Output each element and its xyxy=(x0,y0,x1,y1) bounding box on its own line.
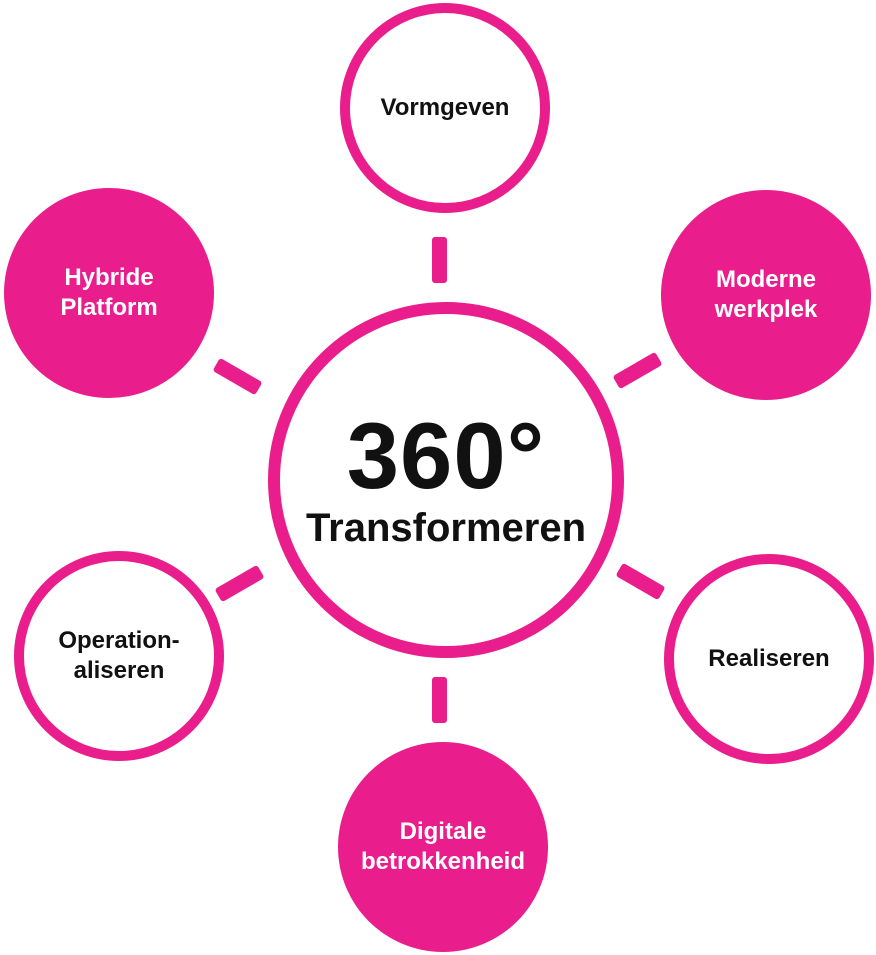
node-operationaliseren: Operation- aliseren xyxy=(14,551,224,761)
node-moderne-werkplek: Moderne werkplek xyxy=(661,190,871,400)
node-vormgeven: Vormgeven xyxy=(340,3,550,213)
connector-center-to-top-left xyxy=(212,357,263,396)
connector-center-to-top-right xyxy=(612,351,663,390)
connector-center-to-bottom-right xyxy=(615,562,666,601)
hub-title-transformeren: Transformeren xyxy=(305,506,587,550)
connector-center-to-bottom-left xyxy=(214,564,265,603)
node-digitale-betrokkenheid-label: Digitale betrokkenheid xyxy=(360,817,526,875)
node-operationaliseren-label: Operation- aliseren xyxy=(58,626,180,684)
node-moderne-werkplek-label: Moderne werkplek xyxy=(714,265,818,323)
node-vormgeven-label: Vormgeven xyxy=(380,93,510,121)
node-realiseren-label: Realiseren xyxy=(708,644,830,672)
connector-center-to-bottom xyxy=(432,677,447,723)
hub-title-360: 360° xyxy=(346,403,546,508)
node-realiseren: Realiseren xyxy=(664,554,874,764)
node-digitale-betrokkenheid: Digitale betrokkenheid xyxy=(338,742,548,952)
hub-circle-360-transformeren: 360° Transformeren xyxy=(268,302,624,658)
node-hybride-platform: Hybride Platform xyxy=(4,188,214,398)
connector-center-to-top xyxy=(432,237,447,283)
node-hybride-platform-label: Hybride Platform xyxy=(60,263,158,321)
